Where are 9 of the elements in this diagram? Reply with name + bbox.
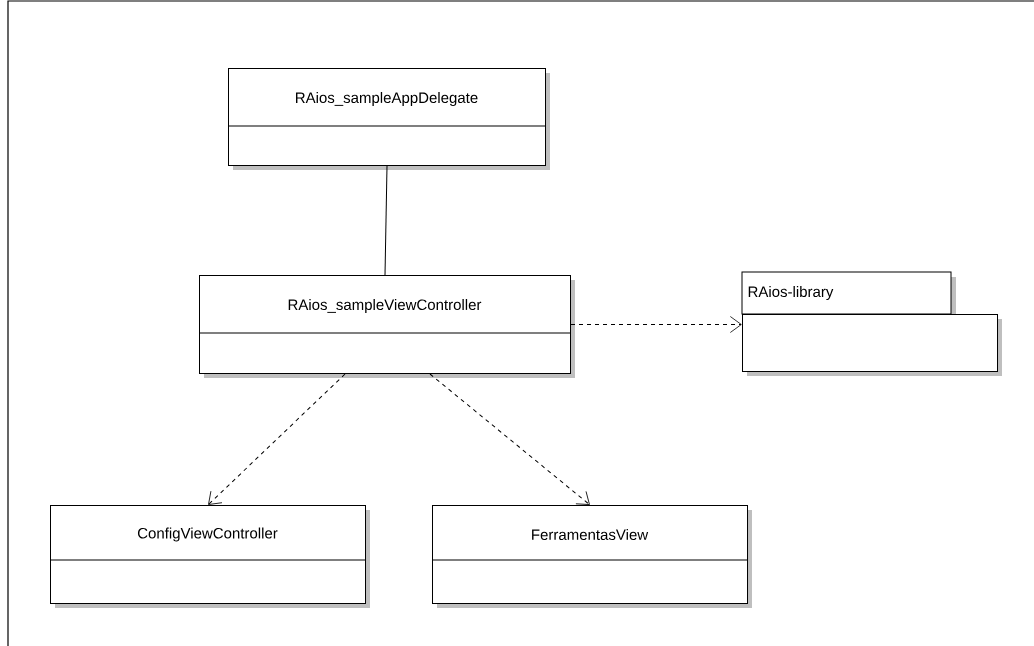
arrow — [208, 373, 346, 505]
package-box: RAios-library — [741, 271, 1002, 376]
arrow — [570, 316, 742, 333]
class-box: FerramentasView — [431, 505, 752, 608]
class-box: ConfigViewController — [49, 505, 370, 608]
class-box: RAios_sampleViewController — [198, 275, 575, 378]
node-label: RAios-library — [748, 286, 834, 300]
class-box: RAios_sampleAppDelegate — [227, 68, 550, 170]
arrow — [429, 373, 590, 505]
